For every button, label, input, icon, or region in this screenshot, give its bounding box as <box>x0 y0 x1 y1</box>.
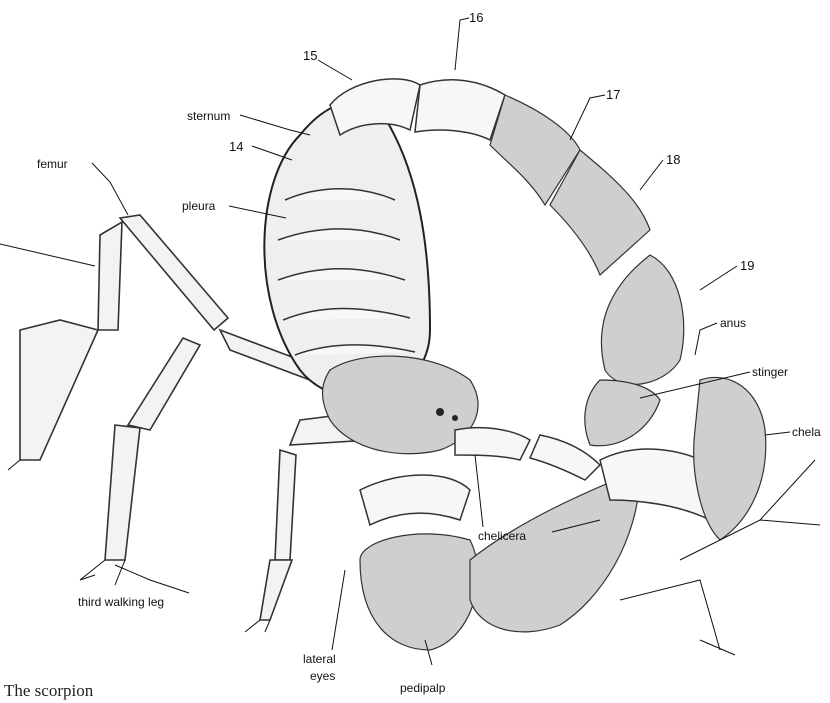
label-segment-15: 15 <box>303 48 317 63</box>
label-segment-19: 19 <box>740 258 754 273</box>
label-stinger: stinger <box>752 365 788 379</box>
label-pedipalp: pedipalp <box>400 681 446 695</box>
label-third-walking-leg: third walking leg <box>78 595 164 609</box>
label-lateral-eyes-line1: lateral <box>303 652 336 666</box>
label-pleura: pleura <box>182 199 216 213</box>
label-segment-17: 17 <box>606 87 620 102</box>
scorpion-illustration <box>8 79 820 655</box>
mesosoma <box>264 102 430 398</box>
label-chelicera: chelicera <box>478 529 526 543</box>
figure-caption: The scorpion <box>4 681 93 701</box>
label-chela: chela <box>792 425 821 439</box>
label-segment-18: 18 <box>666 152 680 167</box>
label-lateral-eyes-line2: eyes <box>310 669 335 683</box>
label-anus: anus <box>720 316 746 330</box>
label-sternum: sternum <box>187 109 230 123</box>
label-segment-16: 16 <box>469 10 483 25</box>
label-segment-14: 14 <box>229 139 243 154</box>
label-femur: femur <box>37 157 68 171</box>
